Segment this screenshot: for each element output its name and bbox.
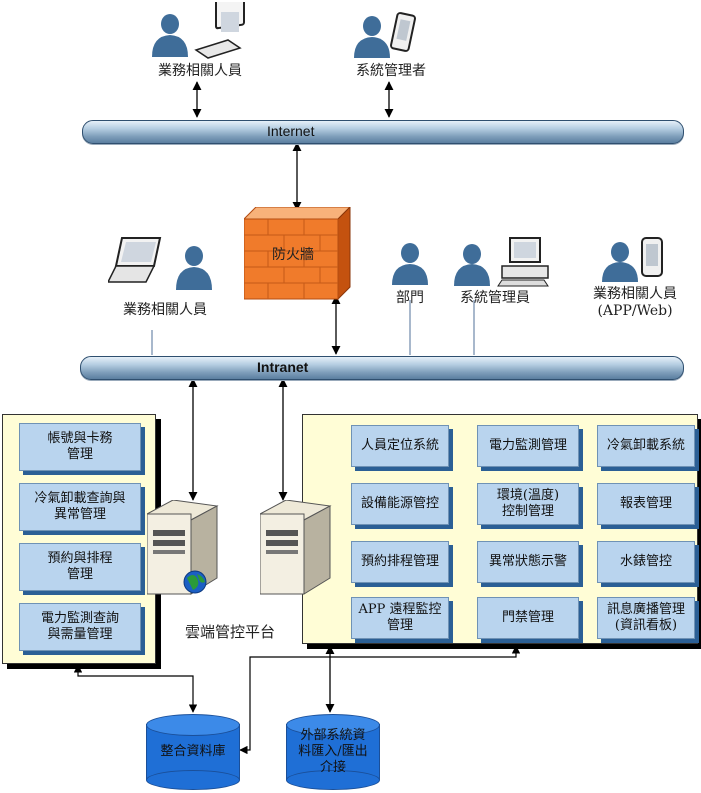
department-person-icon: [392, 243, 428, 285]
mid-business-staff-label: 業務相關人員: [123, 302, 207, 318]
right-function-box[interactable]: 電力監測管理: [477, 425, 579, 467]
right-function-box[interactable]: 水錶管控: [597, 541, 695, 583]
integrated-database-label: 整合資料庫: [160, 744, 226, 759]
top-business-staff-label: 業務相關人員: [158, 63, 242, 79]
right-function-box[interactable]: 冷氣卸載系統: [597, 425, 695, 467]
right-function-box[interactable]: APP 遠程監控 管理: [351, 597, 449, 639]
server-right-icon: [260, 500, 332, 595]
right-function-box[interactable]: 預約排程管理: [351, 541, 449, 583]
right-function-panel: 人員定位系統 電力監測管理 冷氣卸載系統 設備能源管控 環境(溫度) 控制管理 …: [302, 414, 698, 644]
department-label: 部門: [396, 290, 424, 306]
mobile-staff-label: 業務相關人員 (APP/Web): [593, 286, 677, 319]
left-function-box[interactable]: 冷氣卸載查詢與 異常管理: [19, 483, 141, 531]
right-function-box[interactable]: 報表管理: [597, 483, 695, 525]
right-function-box[interactable]: 訊息廣播管理 (資訊看板): [597, 597, 695, 639]
external-database: 外部系統資 料匯入/匯出 介接: [286, 714, 380, 790]
intranet-label: Intranet: [257, 359, 309, 375]
left-function-box[interactable]: 預約與排程 管理: [19, 543, 141, 591]
mid-system-admin-label: 系統管理員: [460, 290, 530, 306]
internet-label: Internet: [267, 123, 315, 139]
admin-desktop-icon: [454, 237, 549, 287]
right-function-box[interactable]: 異常狀態示警: [477, 541, 579, 583]
right-function-box[interactable]: 環境(溫度) 控制管理: [477, 483, 579, 525]
person-computer-icon: [152, 2, 245, 59]
link-right-panel-db: [239, 645, 521, 755]
external-database-label: 外部系統資 料匯入/匯出 介接: [298, 728, 368, 775]
server-left-icon: [147, 500, 219, 595]
right-function-box[interactable]: 人員定位系統: [351, 425, 449, 467]
mobile-person-icon: [602, 237, 663, 282]
cloud-platform-label: 雲端管控平台: [184, 623, 275, 641]
left-function-panel: 帳號與卡務 管理 冷氣卸載查詢與 異常管理 預約與排程 管理 電力監測查詢 與需…: [2, 414, 156, 664]
right-function-box[interactable]: 設備能源管控: [351, 483, 449, 525]
firewall-icon: [244, 207, 351, 301]
top-system-admin-label: 系統管理者: [356, 63, 426, 79]
left-function-box[interactable]: 電力監測查詢 與需量管理: [19, 603, 141, 651]
link-left-panel-db: [73, 664, 198, 713]
internet-bus: Internet: [82, 120, 684, 144]
admin-tablet-icon: [354, 12, 416, 58]
left-function-box[interactable]: 帳號與卡務 管理: [19, 423, 141, 471]
laptop-person-icon: [108, 237, 212, 290]
integrated-database: 整合資料庫: [146, 714, 240, 790]
right-function-box[interactable]: 門禁管理: [477, 597, 579, 639]
firewall-label: 防火牆: [272, 247, 314, 263]
intranet-bus: Intranet: [80, 356, 684, 380]
